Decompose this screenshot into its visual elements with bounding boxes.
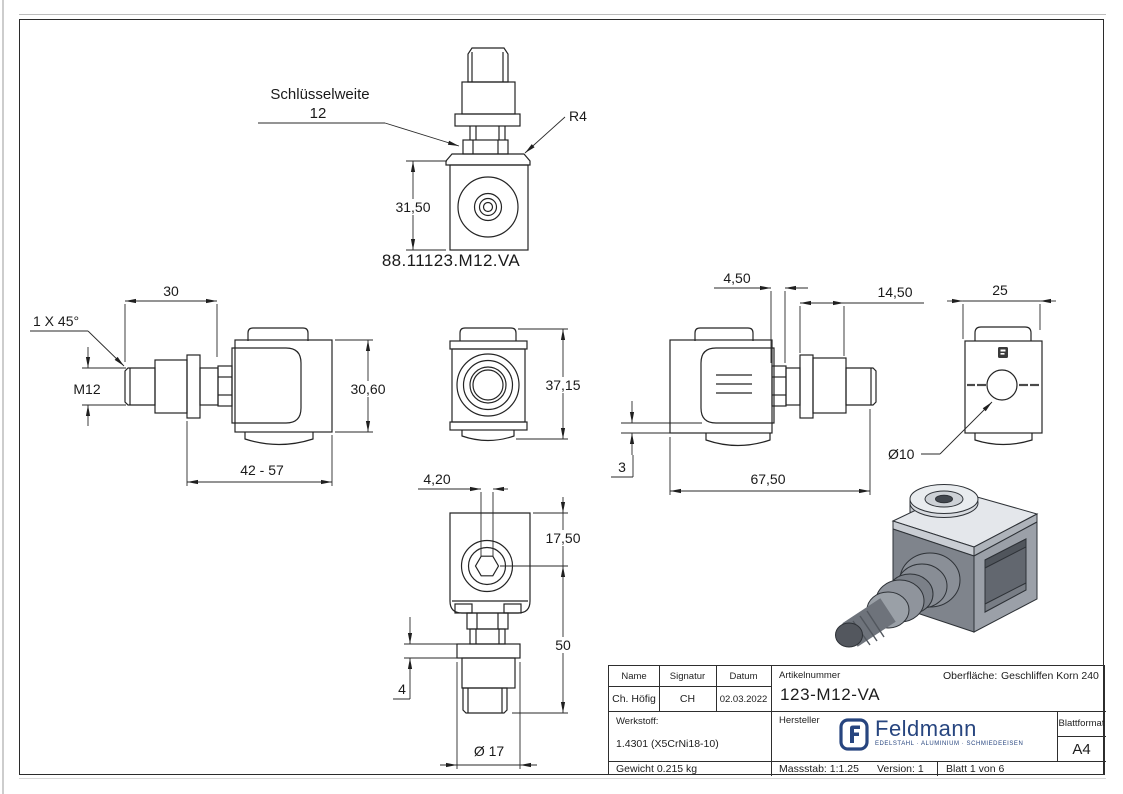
dim-67-50: 67,50 bbox=[669, 409, 871, 495]
page-edge-shadow-left bbox=[2, 0, 4, 794]
dim-label-25: 25 bbox=[992, 282, 1008, 298]
title-block: Name Signatur Datum Ch. Höfig CH 02.03.2… bbox=[608, 665, 1106, 776]
blatt-value: Blatt 1 von 6 bbox=[946, 763, 1005, 775]
view-end bbox=[964, 326, 1043, 446]
drawing-frame-border bbox=[19, 19, 1104, 775]
werkstoff-label: Werkstoff: bbox=[616, 716, 659, 727]
dim-4-20: 4,20 bbox=[418, 471, 508, 557]
name-label: Name bbox=[621, 671, 647, 682]
dim-label-17-50: 17,50 bbox=[545, 530, 580, 546]
oberflaeche-label: Oberfläche: bbox=[943, 670, 998, 682]
dim-37-15: 37,15 bbox=[516, 328, 588, 440]
signatur-value: CH bbox=[679, 693, 696, 705]
dim-17-50: 17,50 bbox=[500, 497, 588, 567]
page-edge-shadow-top bbox=[19, 14, 1106, 15]
dim-3: 3 bbox=[611, 401, 702, 478]
dim-label-50: 50 bbox=[555, 637, 571, 653]
dim-label-m12: M12 bbox=[73, 381, 100, 397]
dim-42-57: 42 - 57 bbox=[186, 421, 333, 486]
part-number-caption: 88.11123.M12.VA bbox=[382, 251, 521, 270]
dim-4-50: 4,50 bbox=[714, 270, 808, 363]
feldmann-logo-tagline: EDELSTAHL · ALUMINIUM · SCHMIEDEEISEN bbox=[875, 741, 1024, 747]
artikelnummer-value: 123-M12-VA bbox=[780, 685, 881, 704]
dim-14-50: 14,50 bbox=[799, 284, 924, 356]
dim-label-37-15: 37,15 bbox=[545, 377, 580, 393]
view-left bbox=[124, 327, 333, 446]
dim-4: 4 bbox=[393, 617, 458, 700]
dim-label-42-57: 42 - 57 bbox=[240, 462, 284, 478]
hersteller-label: Hersteller bbox=[779, 715, 820, 726]
dim-label-schluesselweite-value: 12 bbox=[310, 105, 327, 122]
view-bottom bbox=[449, 512, 531, 714]
dim-label-67-50: 67,50 bbox=[750, 471, 785, 487]
dim-label-14-50: 14,50 bbox=[877, 284, 912, 300]
dim-label-30-60: 30,60 bbox=[350, 381, 385, 397]
dim-r4: R4 bbox=[524, 108, 587, 154]
view-top bbox=[445, 47, 531, 251]
feldmann-logo-mark bbox=[839, 718, 869, 751]
datum-label: Datum bbox=[729, 671, 758, 682]
dim-schluesselweite: Schlüsselweite 12 bbox=[258, 86, 460, 147]
dim-label-4-50: 4,50 bbox=[723, 270, 750, 286]
page-edge-shadow-bottom bbox=[19, 778, 1106, 779]
dim-label-schluesselweite: Schlüsselweite bbox=[270, 86, 369, 103]
werkstoff-value: 1.4301 (X5CrNi18-10) bbox=[616, 738, 719, 750]
view-right bbox=[669, 327, 877, 447]
name-value: Ch. Höfig bbox=[612, 693, 656, 705]
view-front bbox=[449, 327, 528, 442]
dim-label-3: 3 bbox=[618, 459, 626, 475]
signatur-label: Signatur bbox=[669, 671, 706, 682]
artikelnummer-label: Artikelnummer bbox=[779, 670, 841, 681]
dim-label-31-50: 31,50 bbox=[395, 199, 430, 215]
dim-label-o10: Ø10 bbox=[888, 446, 915, 462]
dim-30: 30 bbox=[124, 283, 218, 362]
dim-25: 25 bbox=[947, 282, 1056, 339]
dim-label-o17: Ø 17 bbox=[474, 743, 505, 759]
isometric-render bbox=[835, 484, 1039, 648]
dim-50: 50 bbox=[512, 566, 580, 714]
dim-hole-10: Ø10 bbox=[888, 401, 993, 462]
feldmann-logo: Feldmann EDELSTAHL · ALUMINIUM · SCHMIED… bbox=[839, 718, 1023, 751]
dim-label-chamfer: 1 X 45° bbox=[33, 313, 79, 329]
dim-label-30: 30 bbox=[163, 283, 179, 299]
gewicht-value: Gewicht 0.215 kg bbox=[616, 763, 698, 775]
dim-m12: M12 bbox=[65, 347, 126, 426]
dim-label-r4: R4 bbox=[569, 108, 587, 124]
dim-30-60: 30,60 bbox=[335, 339, 394, 433]
dim-17: Ø 17 bbox=[440, 662, 537, 769]
dim-chamfer: 1 X 45° bbox=[30, 313, 125, 367]
massstab-value: Massstab: 1:1.25 bbox=[779, 763, 859, 775]
version-value: Version: 1 bbox=[877, 763, 924, 775]
dim-label-4: 4 bbox=[398, 681, 406, 697]
dim-31-50: 31,50 bbox=[389, 160, 447, 251]
datum-value: 02.03.2022 bbox=[719, 694, 768, 705]
dim-label-4-20: 4,20 bbox=[423, 471, 450, 487]
blattformat-label: Blattformat bbox=[1058, 718, 1105, 729]
feldmann-logo-name: Feldmann bbox=[875, 716, 977, 741]
blattformat-value: A4 bbox=[1072, 741, 1091, 758]
oberflaeche-value: Geschliffen Korn 240 bbox=[1001, 670, 1099, 682]
